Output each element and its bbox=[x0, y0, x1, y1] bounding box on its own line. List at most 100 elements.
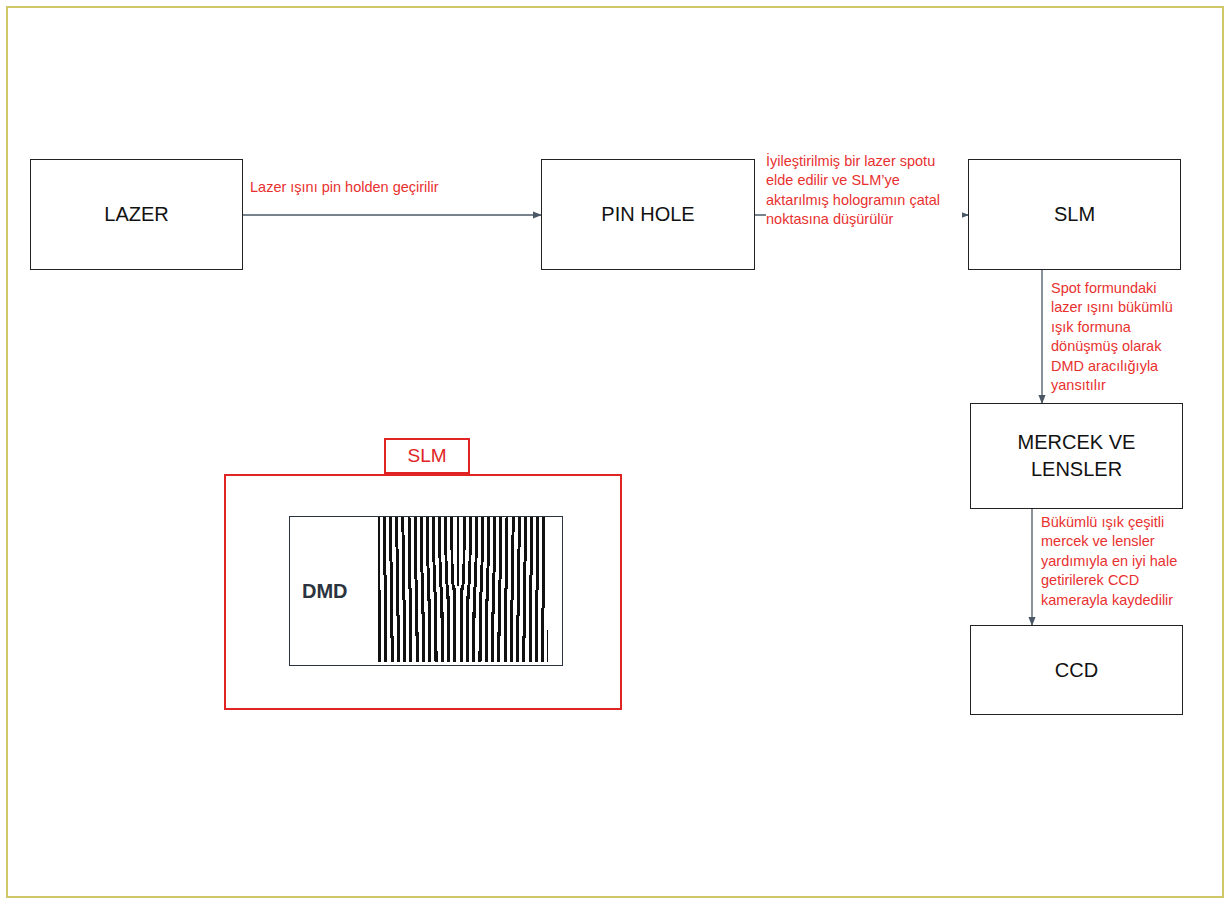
hologram-stripe bbox=[384, 586, 387, 587]
hologram-stripe bbox=[378, 562, 380, 563]
hologram-stripe bbox=[542, 538, 545, 539]
hologram-stripe bbox=[383, 532, 386, 533]
hologram-stripe bbox=[486, 580, 489, 581]
hologram-stripe bbox=[457, 543, 459, 544]
hologram-stripe bbox=[530, 517, 533, 518]
hologram-stripe bbox=[487, 532, 490, 533]
hologram-stripe bbox=[530, 567, 533, 568]
hologram-stripe bbox=[499, 539, 502, 540]
hologram-stripe bbox=[536, 585, 539, 586]
hologram-stripe bbox=[481, 562, 483, 563]
hologram-stripe bbox=[518, 541, 521, 542]
hologram-stripe bbox=[481, 542, 484, 543]
hologram-stripe bbox=[499, 569, 502, 570]
hologram-stripe bbox=[438, 542, 441, 543]
hologram-stripe bbox=[518, 517, 521, 518]
hologram-stripe bbox=[475, 559, 477, 560]
hologram-stripe bbox=[402, 580, 405, 581]
hologram-stripe bbox=[402, 547, 405, 548]
hologram-stripe bbox=[383, 518, 386, 519]
hologram-stripe bbox=[445, 564, 448, 565]
hologram-stripe bbox=[408, 583, 411, 584]
hologram-stripe bbox=[438, 532, 441, 533]
hologram-stripe bbox=[414, 536, 417, 537]
hologram-stripe bbox=[408, 527, 411, 528]
hologram-stripe bbox=[499, 528, 502, 529]
hologram-stripe bbox=[446, 585, 449, 586]
hologram-stripe bbox=[505, 542, 508, 543]
hologram-stripe bbox=[499, 530, 502, 531]
hologram-stripe bbox=[420, 565, 423, 566]
hologram-stripe bbox=[517, 572, 520, 573]
hologram-stripe bbox=[524, 551, 527, 552]
hologram-stripe bbox=[408, 524, 411, 525]
hologram-stripe bbox=[542, 545, 545, 546]
hologram-stripe bbox=[536, 539, 539, 540]
hologram-stripe bbox=[426, 545, 429, 546]
hologram-stripe bbox=[384, 580, 387, 581]
hologram-stripe bbox=[389, 541, 392, 542]
hologram-stripe bbox=[499, 535, 502, 536]
hologram-stripe bbox=[457, 562, 459, 563]
hologram-stripe bbox=[408, 525, 411, 526]
hologram-stripe bbox=[469, 539, 472, 540]
hologram-stripe bbox=[426, 549, 429, 550]
hologram-stripe bbox=[427, 576, 430, 577]
hologram-stripe bbox=[408, 534, 411, 535]
hologram-stripe bbox=[402, 537, 405, 538]
hologram-stripe bbox=[432, 544, 435, 545]
hologram-stripe bbox=[487, 549, 490, 550]
hologram-stripe bbox=[457, 524, 459, 525]
hologram-stripe bbox=[395, 543, 398, 544]
hologram-stripe bbox=[438, 521, 441, 522]
hologram-stripe bbox=[511, 546, 514, 547]
hologram-stripe bbox=[426, 528, 429, 529]
hologram-stripe bbox=[414, 557, 417, 558]
hologram-stripe bbox=[517, 581, 520, 582]
hologram-stripe bbox=[463, 554, 465, 555]
hologram-stripe bbox=[511, 541, 514, 542]
hologram-stripe bbox=[542, 535, 545, 536]
hologram-stripe bbox=[408, 562, 411, 563]
hologram-stripe bbox=[505, 529, 508, 530]
hologram-stripe bbox=[396, 555, 399, 556]
hologram-stripe bbox=[530, 559, 533, 560]
hologram-stripe bbox=[444, 537, 447, 538]
hologram-stripe bbox=[474, 562, 477, 563]
hologram-stripe bbox=[523, 579, 526, 580]
hologram-stripe bbox=[457, 575, 459, 576]
hologram-stripe bbox=[389, 527, 392, 528]
hologram-stripe bbox=[426, 553, 429, 554]
hologram-stripe bbox=[408, 582, 411, 583]
hologram-stripe bbox=[487, 548, 490, 549]
hologram-stripe bbox=[463, 548, 466, 549]
hologram-stripe bbox=[517, 552, 520, 553]
hologram-stripe bbox=[481, 537, 484, 538]
hologram-stripe bbox=[451, 558, 453, 559]
hologram-stripe bbox=[511, 553, 514, 554]
hologram-stripe bbox=[462, 578, 465, 579]
hologram-stripe bbox=[542, 576, 545, 577]
hologram-stripe bbox=[408, 529, 411, 530]
hologram-stripe bbox=[384, 583, 387, 584]
hologram-stripe bbox=[480, 567, 483, 568]
hologram-stripe bbox=[457, 519, 459, 520]
hologram-stripe bbox=[475, 543, 478, 544]
hologram-stripe bbox=[493, 571, 496, 572]
hologram-stripe bbox=[530, 560, 533, 561]
hologram-stripe bbox=[402, 575, 405, 576]
hologram-stripe bbox=[512, 524, 515, 525]
hologram-stripe bbox=[452, 586, 455, 587]
hologram-stripe bbox=[529, 582, 532, 583]
hologram-stripe bbox=[444, 536, 447, 537]
hologram-stripe bbox=[414, 563, 417, 564]
hologram-stripe bbox=[481, 532, 484, 533]
hologram-stripe bbox=[542, 567, 545, 568]
hologram-stripe bbox=[499, 536, 502, 537]
hologram-stripe bbox=[439, 560, 441, 561]
hologram-stripe bbox=[542, 577, 545, 578]
hologram-stripe bbox=[420, 526, 423, 527]
hologram-stripe bbox=[439, 558, 441, 559]
hologram-stripe bbox=[524, 527, 527, 528]
hologram-stripe bbox=[401, 530, 404, 531]
